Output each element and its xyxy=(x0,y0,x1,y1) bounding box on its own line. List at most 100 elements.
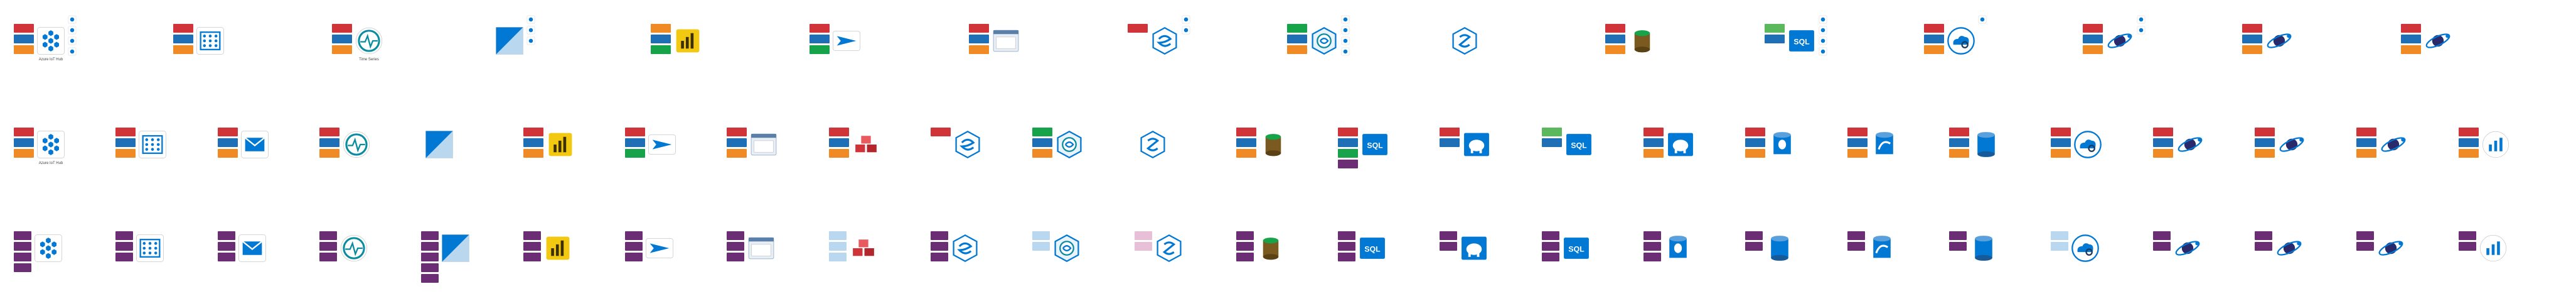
diagram-tile xyxy=(1135,220,1231,295)
diagram-tile xyxy=(1949,220,2046,295)
diagram-tile xyxy=(931,116,1027,192)
diagram-tile xyxy=(1236,220,1333,295)
shield-icon xyxy=(68,47,77,59)
diagram-tile xyxy=(115,220,212,295)
label-tag xyxy=(2083,35,2103,43)
diagram-tile xyxy=(523,220,620,295)
label-tag xyxy=(2459,149,2479,158)
svg-text:SQL: SQL xyxy=(1571,141,1587,150)
shield-icon xyxy=(1182,15,1190,27)
diagram-tile xyxy=(727,220,823,295)
label-tag xyxy=(1236,242,1254,251)
label-tag xyxy=(1643,128,1664,136)
swirl-icon xyxy=(953,130,982,162)
cosmos-icon xyxy=(2173,234,2202,266)
label-tag xyxy=(14,138,34,147)
label-tag xyxy=(829,149,849,158)
label-tag xyxy=(1287,24,1307,33)
mail-icon xyxy=(238,234,267,266)
diagram-tile: SQL xyxy=(1765,13,1918,88)
label-tag xyxy=(2459,128,2479,136)
label-tag xyxy=(969,24,989,33)
hex-cluster-icon xyxy=(36,26,65,58)
label-tag xyxy=(810,24,830,33)
label-tag xyxy=(2401,45,2421,54)
label-tag xyxy=(625,242,643,251)
database-icon xyxy=(1259,130,1288,162)
label-tag xyxy=(810,35,830,43)
cosmos-icon xyxy=(2265,26,2294,58)
cosmos-icon xyxy=(2277,130,2306,162)
diagram-tile xyxy=(1440,220,1536,295)
diagram-tile xyxy=(1924,13,2078,88)
label-tag xyxy=(421,253,439,261)
diagram-tile: SQL xyxy=(1338,220,1435,295)
diagram-tile xyxy=(1128,13,1281,88)
pulse-icon xyxy=(342,130,371,162)
diagram-tile xyxy=(2153,116,2250,192)
label-tag xyxy=(319,149,339,158)
cosmos-icon xyxy=(2424,26,2452,58)
label-tag xyxy=(829,253,847,261)
label-tag xyxy=(1338,231,1355,240)
label-tag xyxy=(2401,24,2421,33)
cloud-search-icon xyxy=(2073,130,2102,162)
label-tag xyxy=(2459,138,2479,147)
label-tag xyxy=(421,231,439,240)
label-tag xyxy=(1745,138,1765,147)
diagram-tile xyxy=(1032,220,1129,295)
label-tag xyxy=(969,45,989,54)
label-tag xyxy=(421,263,439,272)
shield-icon xyxy=(68,15,77,27)
label-tag xyxy=(2356,242,2374,251)
label-tag xyxy=(1287,45,1307,54)
label-tag xyxy=(1440,138,1460,147)
label-tag xyxy=(727,149,747,158)
cubes-icon xyxy=(849,234,878,266)
label-tag xyxy=(625,253,643,261)
label-tag xyxy=(115,253,133,261)
shield-icon xyxy=(1341,26,1350,38)
label-tag xyxy=(115,231,133,240)
send-icon xyxy=(648,130,676,162)
diagram-tile xyxy=(625,220,722,295)
diagram-tile xyxy=(319,116,416,192)
label-tag xyxy=(319,253,337,261)
shield-icon xyxy=(526,26,535,38)
swirl-hex-icon xyxy=(1055,130,1084,162)
label-tag xyxy=(14,242,31,251)
label-tag xyxy=(1542,231,1559,240)
diagram-tile xyxy=(2083,13,2237,88)
label-tag xyxy=(1338,160,1358,168)
diagram-tile xyxy=(2459,116,2555,192)
diagram-tile xyxy=(829,116,926,192)
label-tag xyxy=(651,24,671,33)
label-tag xyxy=(1032,242,1050,251)
label-tag xyxy=(1924,45,1944,54)
label-tag xyxy=(2051,242,2068,251)
label-tag xyxy=(1949,128,1969,136)
grid-dots-icon xyxy=(196,26,225,58)
label-tag xyxy=(1847,128,1868,136)
label-tag xyxy=(2242,24,2262,33)
postgres-icon xyxy=(1768,130,1797,162)
label-tag xyxy=(829,231,847,240)
diagram-tile xyxy=(727,116,823,192)
label-tag xyxy=(173,45,193,54)
diagram-tile xyxy=(173,13,327,88)
diagram-tile xyxy=(1287,13,1441,88)
synapse-sql-icon xyxy=(1450,26,1479,58)
label-tag xyxy=(115,138,136,147)
label-tag xyxy=(2242,35,2262,43)
label-tag xyxy=(931,253,948,261)
diagram-tile xyxy=(1745,116,1842,192)
svg-text:SQL: SQL xyxy=(1793,37,1810,46)
label-tag xyxy=(2083,24,2103,33)
label-tag xyxy=(1765,24,1785,33)
pulse-icon xyxy=(355,26,383,58)
label-tag xyxy=(1643,138,1664,147)
label-tag xyxy=(1949,138,1969,147)
shield-icon xyxy=(2137,26,2146,38)
diagram-tile xyxy=(2051,116,2147,192)
label-tag xyxy=(2153,128,2173,136)
